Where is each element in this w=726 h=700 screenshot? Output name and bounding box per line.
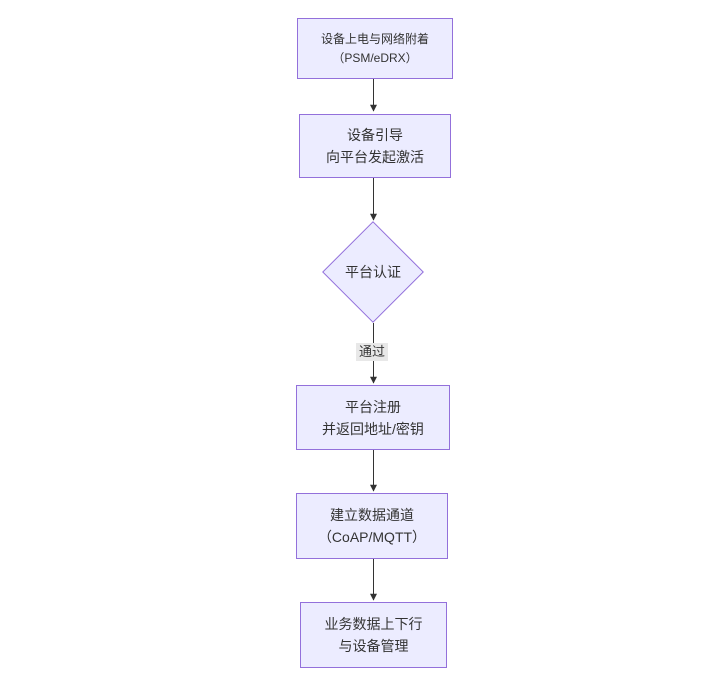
node-platform-register: 平台注册 并返回地址/密钥 [296,385,450,450]
node-label-line: 并返回地址/密钥 [322,420,424,437]
node-business-data: 业务数据上下行 与设备管理 [300,602,447,668]
node-device-power-attach: 设备上电与网络附着 （PSM/eDRX） [297,18,453,79]
node-label-line: 业务数据上下行 [324,616,423,632]
node-label-line: 平台认证 [345,264,401,280]
node-label-line: 建立数据通道 [330,507,414,523]
edge-label-pass: 通过 [356,343,389,361]
node-label-line: （PSM/eDRX） [332,50,418,65]
node-data-channel: 建立数据通道 （CoAP/MQTT） [296,493,448,559]
node-label-line: 向平台发起激活 [326,149,424,165]
node-device-bootstrap: 设备引导 向平台发起激活 [299,114,451,178]
node-label-line: 设备引导 [347,127,403,143]
node-platform-auth: 平台认证 [313,236,433,308]
node-label-line: 平台注册 [345,398,401,415]
node-label-line: 与设备管理 [338,638,409,654]
node-label-line: （CoAP/MQTT） [317,529,427,545]
node-label-line: 设备上电与网络附着 [320,31,429,46]
